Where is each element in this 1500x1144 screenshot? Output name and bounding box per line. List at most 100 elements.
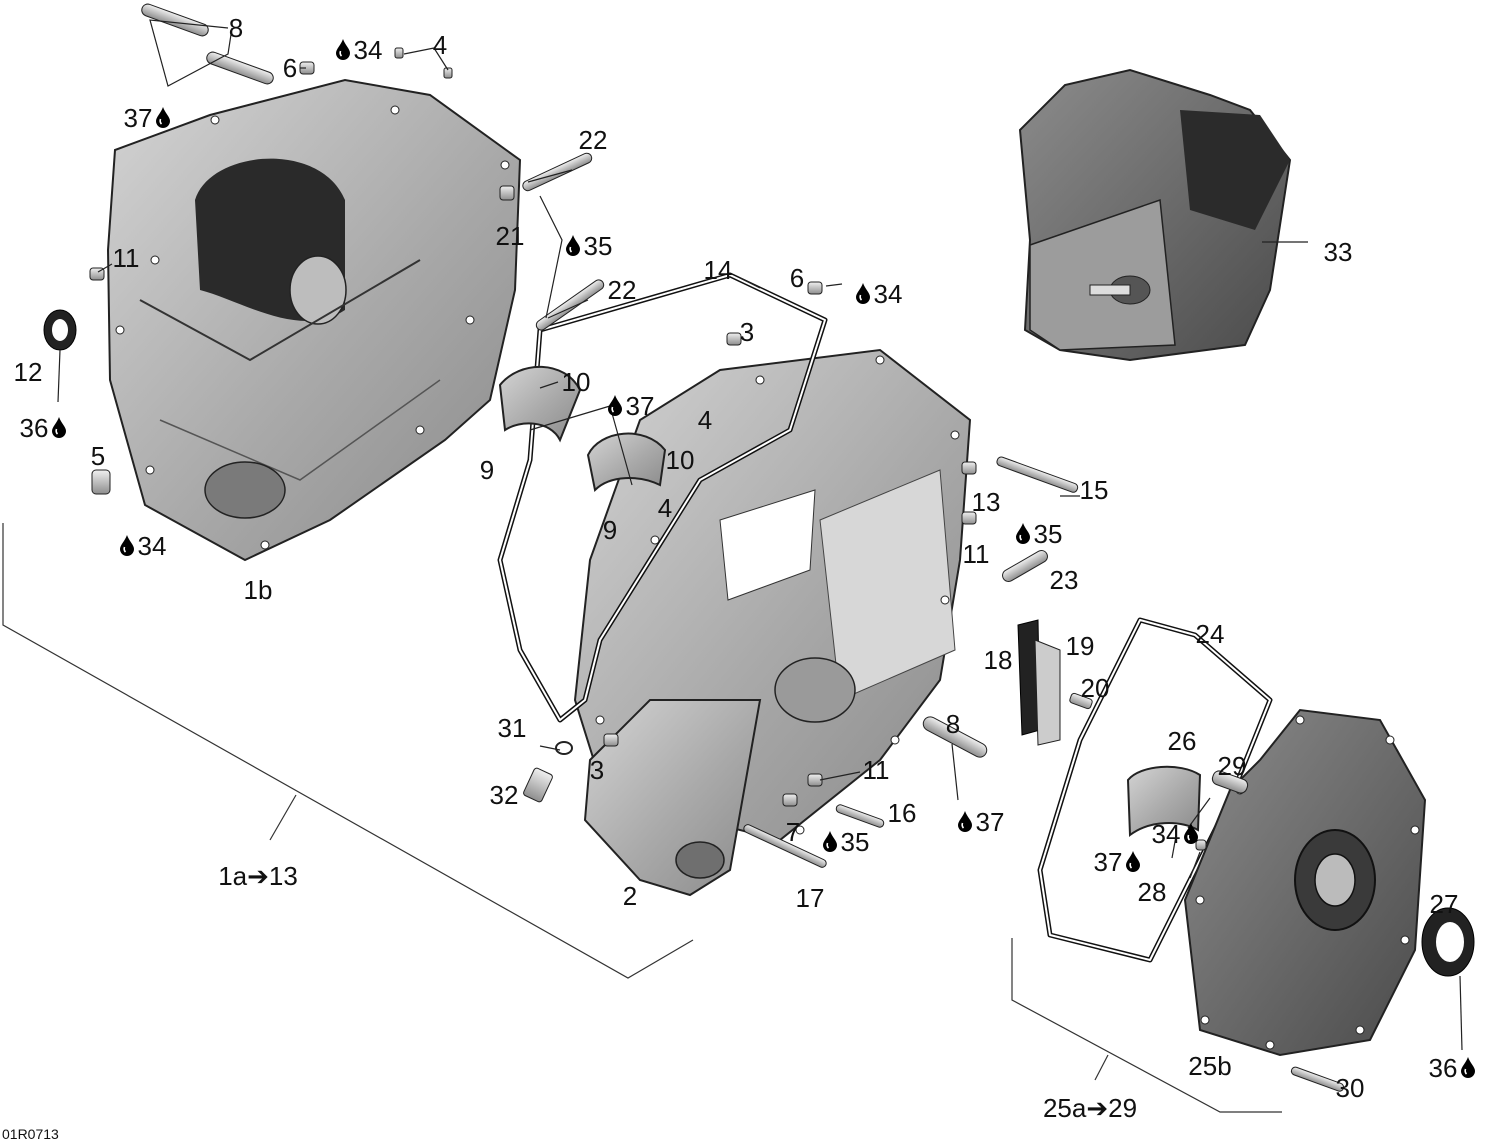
callout-label: 4 bbox=[658, 493, 672, 523]
callout-c34a: 34 bbox=[335, 35, 383, 65]
callout-label: 35 bbox=[584, 231, 613, 261]
lubricant-drop-icon bbox=[1125, 850, 1141, 872]
callout-label: 4 bbox=[433, 30, 447, 60]
callout-c31: 31 bbox=[498, 713, 527, 743]
lubricant-drop-icon bbox=[1015, 522, 1031, 544]
callout-c8a: 8 bbox=[229, 13, 243, 43]
callout-c32: 32 bbox=[490, 780, 519, 810]
callout-c4c: 4 bbox=[658, 493, 672, 523]
callout-label: 29 bbox=[1218, 751, 1247, 781]
callout-c11c: 11 bbox=[863, 755, 890, 785]
callout-label: 17 bbox=[796, 883, 825, 913]
callout-label: 33 bbox=[1324, 237, 1353, 267]
lubricant-drop-icon bbox=[155, 106, 171, 128]
callout-label: 11 bbox=[113, 243, 140, 273]
callout-c10a: 10 bbox=[562, 367, 591, 397]
callout-label: 36 bbox=[20, 413, 49, 443]
callout-label: 34 bbox=[1152, 819, 1181, 849]
callout-c20: 20 bbox=[1081, 673, 1110, 703]
callout-c36b: 36 bbox=[1429, 1053, 1476, 1083]
callout-label: 21 bbox=[496, 221, 525, 251]
callout-c6a: 6 bbox=[283, 53, 297, 83]
callout-label: 3 bbox=[590, 755, 604, 785]
lubricant-drop-icon bbox=[607, 394, 623, 416]
callout-label: 25b bbox=[1188, 1051, 1231, 1081]
callout-c29: 29 bbox=[1218, 751, 1247, 781]
callout-c8b: 8 bbox=[946, 709, 960, 739]
callout-label: 16 bbox=[888, 798, 917, 828]
callout-label: 2 bbox=[623, 881, 637, 911]
callout-label: 18 bbox=[984, 645, 1013, 675]
callout-label: 25a➔29 bbox=[1043, 1093, 1137, 1123]
callout-c11b: 11 bbox=[963, 539, 990, 569]
callout-c18: 18 bbox=[984, 645, 1013, 675]
callout-label: 10 bbox=[666, 445, 695, 475]
crankcase-half-1b bbox=[106, 78, 522, 562]
dowel-pins bbox=[141, 3, 1048, 758]
callout-c35a: 35 bbox=[565, 231, 613, 261]
callout-c3b: 3 bbox=[590, 755, 604, 785]
breather-18-19 bbox=[1017, 619, 1061, 746]
callout-c22b: 22 bbox=[608, 275, 637, 305]
callout-c22a: 22 bbox=[579, 125, 608, 155]
lubricant-drop-icon bbox=[119, 534, 135, 556]
callout-c34d: 34 bbox=[1152, 819, 1199, 849]
callout-c5: 5 bbox=[91, 441, 105, 471]
callout-label: 22 bbox=[608, 275, 637, 305]
callout-label: 9 bbox=[603, 515, 617, 545]
callout-c37a: 37 bbox=[124, 103, 171, 133]
callout-label: 4 bbox=[698, 405, 712, 435]
lubricant-drop-icon bbox=[957, 810, 973, 832]
callout-label: 9 bbox=[480, 455, 494, 485]
bracket-crankcase bbox=[2, 523, 694, 979]
callout-label: 8 bbox=[229, 13, 243, 43]
gasket-14 bbox=[497, 272, 828, 723]
callout-label: 37 bbox=[124, 103, 153, 133]
callout-c12: 12 bbox=[14, 357, 43, 387]
callout-c25b: 25b bbox=[1188, 1051, 1231, 1081]
callout-c10b: 10 bbox=[666, 445, 695, 475]
callout-label: 24 bbox=[1196, 619, 1225, 649]
callout-label: 32 bbox=[490, 780, 519, 810]
callout-c4b: 4 bbox=[698, 405, 712, 435]
callout-c30: 30 bbox=[1336, 1073, 1365, 1103]
callout-label: 31 bbox=[498, 713, 527, 743]
callout-label: 14 bbox=[704, 255, 733, 285]
callout-label: 1a➔13 bbox=[218, 861, 298, 891]
callout-label: 34 bbox=[874, 279, 903, 309]
callout-c3a: 3 bbox=[740, 317, 754, 347]
callout-label: 28 bbox=[1138, 877, 1167, 907]
bearing-26 bbox=[1126, 765, 1202, 837]
callout-c7: 7 bbox=[786, 817, 800, 847]
callout-c1a: 1a➔13 bbox=[218, 861, 298, 891]
callout-label: 34 bbox=[354, 35, 383, 65]
callout-label: 23 bbox=[1050, 565, 1079, 595]
lubricant-drop-icon bbox=[855, 282, 871, 304]
callout-label: 22 bbox=[579, 125, 608, 155]
callout-c27: 27 bbox=[1430, 889, 1459, 919]
callout-label: 36 bbox=[1429, 1053, 1458, 1083]
callout-label: 6 bbox=[790, 263, 804, 293]
callout-label: 3 bbox=[740, 317, 754, 347]
callout-c9a: 9 bbox=[480, 455, 494, 485]
callout-label: 37 bbox=[1094, 847, 1123, 877]
callout-c37c: 37 bbox=[957, 807, 1004, 837]
callout-label: 7 bbox=[786, 817, 800, 847]
callout-label: 35 bbox=[841, 827, 870, 857]
pto-cover-25b bbox=[1183, 708, 1427, 1057]
callout-c28: 28 bbox=[1138, 877, 1167, 907]
callout-label: 30 bbox=[1336, 1073, 1365, 1103]
bracket-pto-cover bbox=[1011, 938, 1282, 1113]
callout-c35b: 35 bbox=[1015, 519, 1062, 549]
callout-c17: 17 bbox=[796, 883, 825, 913]
lubricant-drop-icon bbox=[822, 830, 838, 852]
lubricant-drop-icon bbox=[1460, 1056, 1476, 1078]
callout-c36a: 36 bbox=[20, 413, 67, 443]
callout-c34c: 34 bbox=[119, 531, 166, 561]
callout-c37b: 37 bbox=[607, 391, 654, 421]
callout-label: 12 bbox=[14, 357, 43, 387]
lubricant-drop-icon bbox=[335, 38, 351, 60]
callout-c15: 15 bbox=[1080, 475, 1109, 505]
callout-label: 26 bbox=[1168, 726, 1197, 756]
